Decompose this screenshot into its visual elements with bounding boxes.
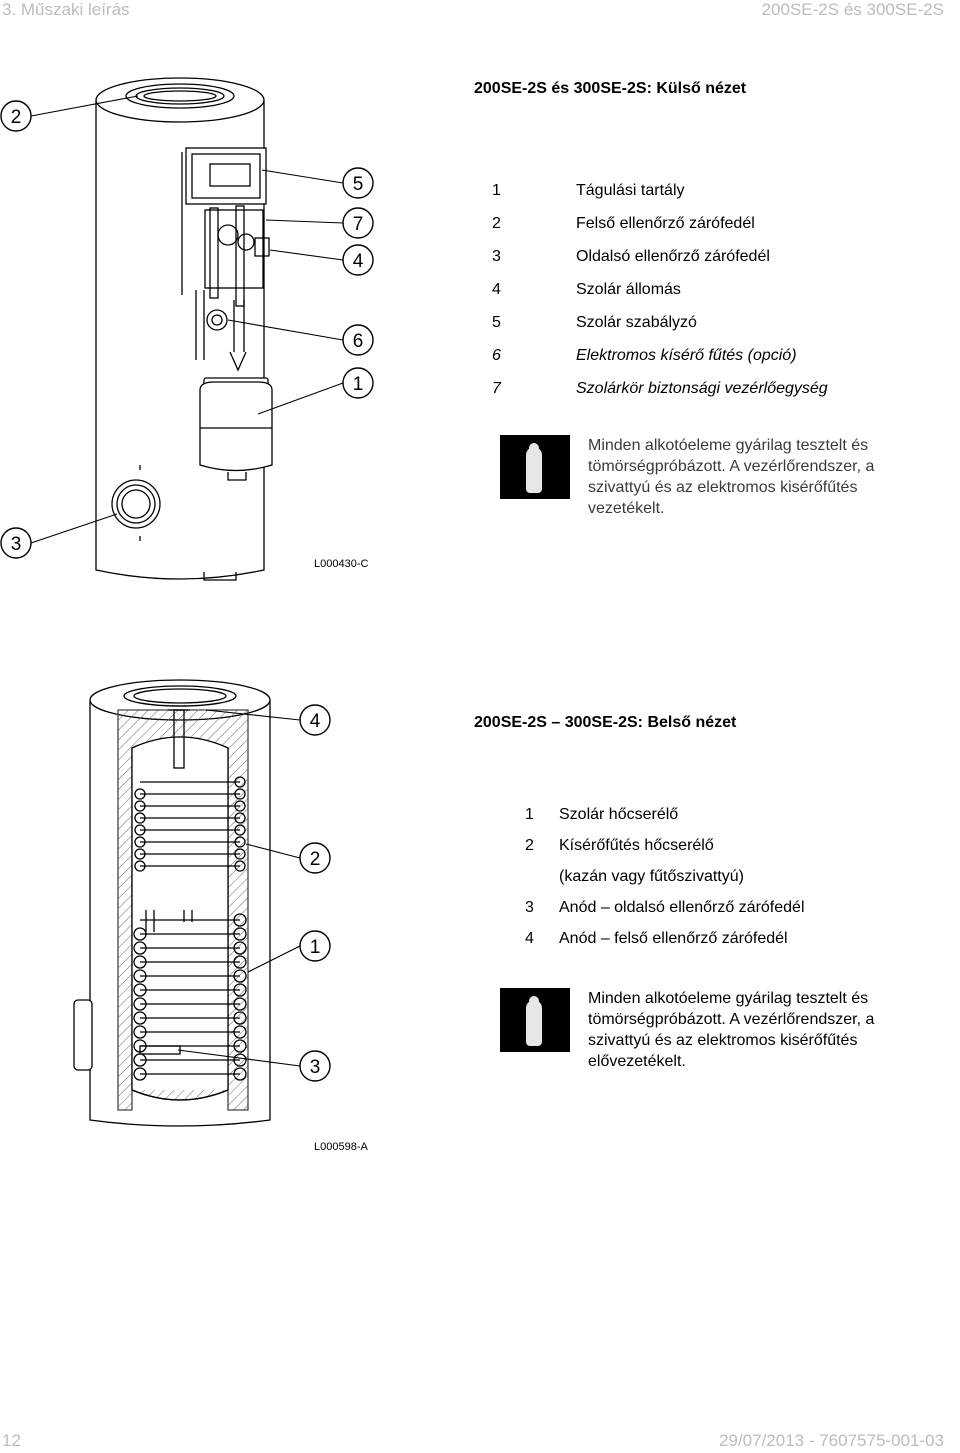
drawing-code: L000430-C: [314, 558, 369, 570]
callout-3: 3: [11, 534, 22, 555]
header-product-name: 200SE-2S és 300SE-2S: [761, 0, 944, 19]
info-note-internal: Minden alkotóeleme gyárilag tesztelt és …: [500, 988, 874, 1072]
callout-4: 4: [353, 251, 364, 272]
callout-2: 2: [310, 849, 321, 870]
callout-4: 4: [310, 711, 321, 732]
callout-5: 5: [353, 174, 364, 195]
callout-1: 1: [310, 937, 321, 958]
external-view-drawing: 2 5 7 4 6 1 3: [0, 77, 374, 581]
info-icon: [500, 435, 570, 499]
section-title-external: 200SE-2S és 300SE-2S: Külső nézet: [474, 80, 747, 97]
callout-7: 7: [353, 214, 364, 235]
internal-view-drawing: 4 2 1 3: [73, 679, 331, 1127]
legend-item: (kazán vagy fűtőszivattyú): [559, 868, 744, 885]
footer-doc-id: 29/07/2013 - 7607575-001-03: [719, 1431, 944, 1450]
callout-6: 6: [353, 331, 364, 352]
info-note-external: Minden alkotóeleme gyárilag tesztelt és …: [500, 435, 874, 519]
drawing-code: L000598-A: [314, 1141, 368, 1153]
footer-page-number: 12: [2, 1431, 21, 1450]
callout-3: 3: [310, 1057, 321, 1078]
section-title-internal: 200SE-2S – 300SE-2S: Belső nézet: [474, 714, 737, 731]
callout-2: 2: [11, 107, 22, 128]
callout-1: 1: [353, 374, 364, 395]
info-icon: [500, 988, 570, 1052]
header-section-title: 3. Műszaki leírás: [2, 0, 130, 19]
